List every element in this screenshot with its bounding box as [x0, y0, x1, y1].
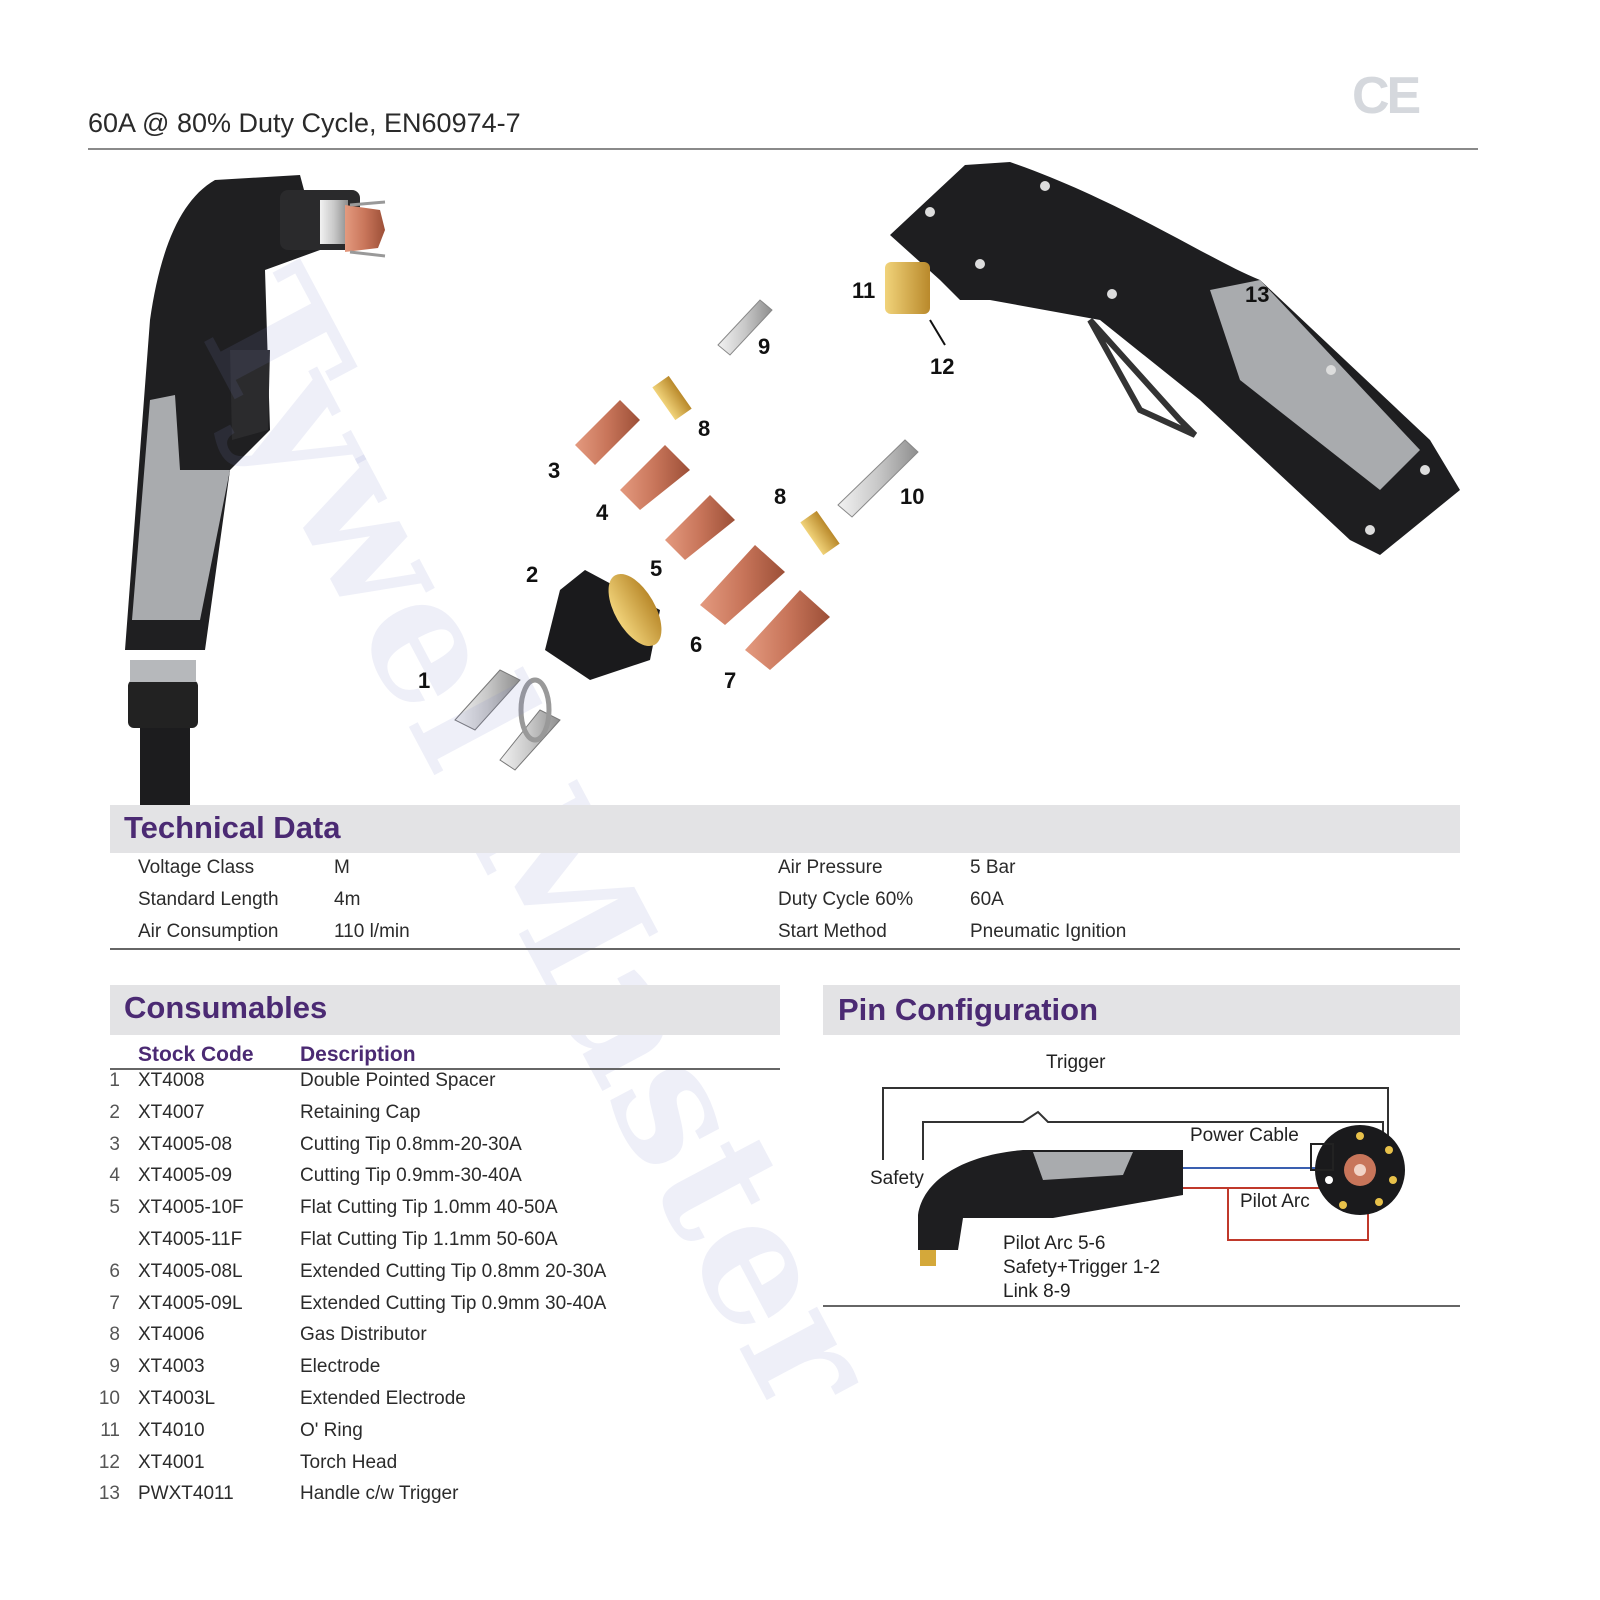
description: Electrode — [300, 1356, 381, 1378]
callout-5: 5 — [650, 556, 663, 581]
row-number: 2 — [109, 1101, 120, 1123]
pin-config-title: Pin Configuration — [838, 992, 1099, 1027]
row-number: 4 — [109, 1165, 120, 1187]
stock-code: XT4003L — [138, 1388, 216, 1409]
tech-label: Start Method — [778, 921, 887, 942]
description: O' Ring — [300, 1419, 363, 1441]
description: Handle c/w Trigger — [300, 1483, 459, 1505]
stock-code: XT4003 — [138, 1356, 205, 1378]
stock-code: XT4005-08 — [138, 1133, 233, 1155]
part-2-retaining-cap — [545, 570, 662, 680]
tech-label: Voltage Class — [138, 857, 255, 878]
stock-code: XT4001 — [138, 1451, 205, 1473]
technical-data-title: Technical Data — [124, 810, 341, 845]
pin-config-header-bar — [823, 985, 1460, 1035]
description: Cutting Tip 0.8mm-20-30A — [300, 1133, 522, 1155]
part-1-spacer — [454, 669, 561, 771]
right-torch-illustration — [885, 162, 1460, 555]
row-number: 13 — [98, 1483, 120, 1505]
header-divider — [88, 148, 1478, 150]
tech-value: 5 Bar — [970, 857, 1016, 878]
stock-code: XT4010 — [138, 1419, 205, 1441]
tech-value: 110 l/min — [334, 921, 410, 942]
row-number: 5 — [109, 1197, 120, 1219]
consumables-title: Consumables — [124, 990, 328, 1025]
consumables-header-rule — [110, 1068, 780, 1070]
row-number: 9 — [109, 1356, 120, 1378]
ce-mark-logo: CE — [1352, 67, 1421, 125]
callout-14: 13 — [1245, 282, 1270, 307]
description: Extended Cutting Tip 0.9mm 30-40A — [300, 1292, 607, 1314]
stock-code: XT4008 — [138, 1070, 205, 1091]
description: Cutting Tip 0.9mm-30-40A — [300, 1165, 522, 1187]
description: Extended Cutting Tip 0.8mm 20-30A — [300, 1260, 607, 1282]
row-number: 3 — [109, 1133, 120, 1155]
description: Torch Head — [300, 1451, 398, 1473]
pin-note-1: Pilot Arc 5-6 — [1003, 1233, 1106, 1254]
consumables-header-bar — [110, 985, 780, 1035]
stock-code: XT4005-10F — [138, 1197, 244, 1219]
row-number: 12 — [98, 1451, 120, 1473]
pin-note-3: Link 8-9 — [1003, 1281, 1071, 1302]
part-10-extended-electrode — [837, 439, 919, 518]
tech-value: 4m — [334, 889, 361, 910]
stock-code: PWXT4011 — [138, 1483, 234, 1505]
callout-6: 6 — [690, 632, 703, 657]
tech-label: Air Consumption — [138, 921, 279, 942]
tech-label: Standard Length — [138, 889, 279, 910]
power-cable-label: Power Cable — [1190, 1125, 1299, 1146]
technical-data-divider — [110, 948, 1460, 950]
pin-config-divider — [823, 1305, 1460, 1307]
row-number: 10 — [98, 1388, 120, 1409]
row-number: 8 — [109, 1324, 120, 1346]
stock-code: XT4005-09L — [138, 1292, 243, 1314]
safety-label: Safety — [870, 1168, 924, 1189]
tech-value: 60A — [970, 889, 1004, 910]
description: Flat Cutting Tip 1.0mm 40-50A — [300, 1197, 558, 1219]
row-number: 11 — [100, 1419, 120, 1441]
tech-label: Air Pressure — [778, 857, 883, 878]
description: Retaining Cap — [300, 1101, 421, 1123]
callout-4: 4 — [596, 500, 609, 525]
callout-3: 3 — [548, 458, 561, 483]
tech-value: M — [334, 857, 350, 878]
part-8-gas-distributor-2 — [800, 510, 840, 556]
page-title: 60A @ 80% Duty Cycle, EN60974-7 — [88, 108, 521, 138]
callout-11: 10 — [900, 484, 925, 509]
description: Gas Distributor — [300, 1324, 427, 1346]
callout-10: 9 — [758, 334, 771, 359]
pin-note-2: Safety+Trigger 1-2 — [1003, 1257, 1161, 1278]
callout-2: 2 — [526, 562, 539, 587]
trigger-label: Trigger — [1046, 1052, 1106, 1073]
description: Extended Electrode — [300, 1388, 466, 1409]
torch-exploded-diagram — [125, 162, 1460, 810]
part-9-electrode — [717, 299, 773, 356]
stock-code: XT4005-11F — [138, 1229, 243, 1250]
stock-code: XT4007 — [138, 1101, 205, 1123]
callout-8: 8 — [698, 416, 711, 441]
left-torch-illustration — [125, 175, 386, 810]
callout-12: 11 — [852, 278, 876, 303]
part-8-gas-distributor — [652, 375, 692, 421]
cutting-tips — [575, 400, 830, 670]
callout-13: 12 — [930, 354, 955, 379]
row-number: 1 — [109, 1070, 120, 1091]
tech-label: Duty Cycle 60% — [778, 889, 914, 910]
tech-value: Pneumatic Ignition — [970, 921, 1127, 942]
pilot-arc-label: Pilot Arc — [1240, 1191, 1310, 1212]
stock-code: XT4005-09 — [138, 1165, 233, 1187]
description-header: Description — [300, 1043, 416, 1066]
callout-7: 7 — [724, 668, 737, 693]
technical-data-header-bar — [110, 805, 1460, 853]
stock-code-header: Stock Code — [138, 1043, 254, 1066]
pin-config-diagram — [882, 1087, 1405, 1266]
stock-code: XT4006 — [138, 1324, 205, 1346]
row-number: 7 — [109, 1292, 120, 1314]
callout-1: 1 — [418, 668, 431, 693]
description: Flat Cutting Tip 1.1mm 50-60A — [300, 1229, 558, 1250]
description: Double Pointed Spacer — [300, 1070, 496, 1091]
row-number: 6 — [109, 1260, 120, 1282]
callout-9: 8 — [774, 484, 787, 509]
stock-code: XT4005-08L — [138, 1260, 243, 1282]
